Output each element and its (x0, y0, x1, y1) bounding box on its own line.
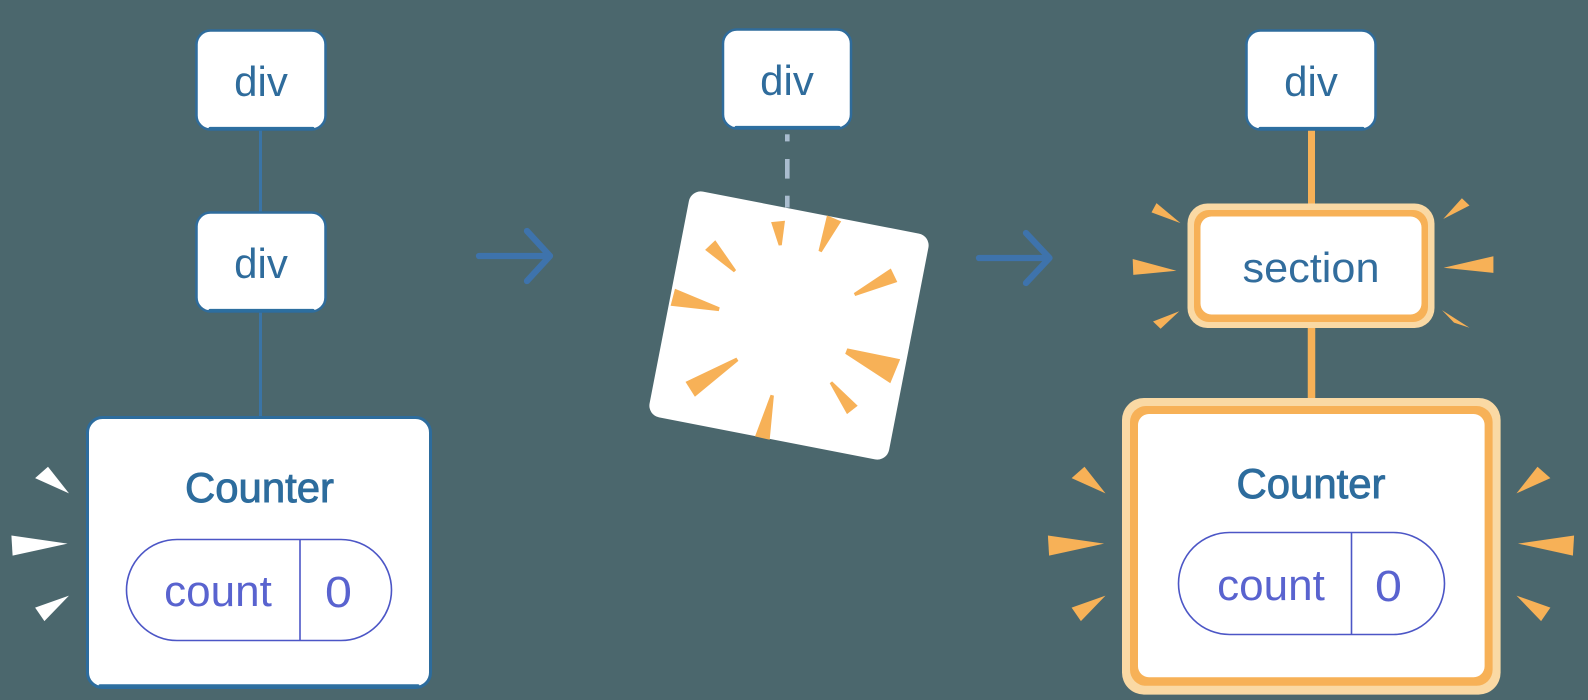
svg-text:count: count (1217, 561, 1325, 610)
svg-text:div: div (1284, 58, 1338, 105)
svg-text:Counter: Counter (1237, 460, 1386, 507)
svg-text:count: count (164, 567, 272, 616)
svg-text:Counter: Counter (185, 464, 334, 511)
svg-text:section: section (1243, 244, 1380, 291)
svg-text:div: div (234, 58, 288, 105)
svg-text:0: 0 (325, 567, 352, 616)
svg-text:div: div (234, 240, 288, 287)
svg-text:div: div (760, 57, 814, 104)
svg-text:0: 0 (1375, 561, 1402, 610)
